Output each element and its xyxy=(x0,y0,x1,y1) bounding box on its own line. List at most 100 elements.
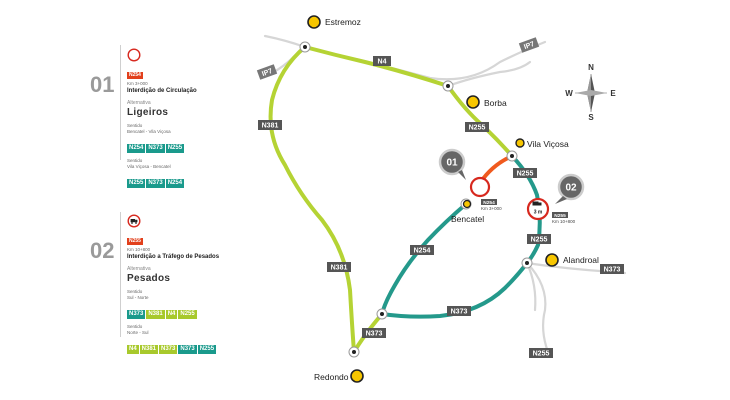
legend-km-1: Km 3+000 xyxy=(127,81,148,86)
road-label: N255 xyxy=(517,171,534,178)
compass-n: N xyxy=(588,63,594,72)
legend-route-dir-2a: Sul - Norte xyxy=(127,295,149,300)
marker-road-box xyxy=(481,199,497,205)
town-label: Alandroal xyxy=(563,255,599,265)
town-dot-vila-vicosa xyxy=(515,138,525,148)
town-label: Redondo xyxy=(314,372,349,382)
route-chip: N4 xyxy=(127,345,139,354)
n381-road xyxy=(268,45,356,354)
road-label: N255 xyxy=(469,125,486,132)
n255-borba-road xyxy=(446,84,514,158)
teal-route xyxy=(380,154,542,319)
route-chip: N4 xyxy=(165,310,178,319)
marker-road: N255 xyxy=(554,213,566,219)
legend-title-1: Interdição de Circulação xyxy=(127,88,197,94)
town-dot-borba xyxy=(466,95,480,109)
legend-number-2: 02 xyxy=(90,238,115,263)
legend-alt-heading-1: Alternativa xyxy=(127,100,151,106)
legend-route-heading-2b: Sentido xyxy=(127,324,143,329)
truck-restriction-sign-icon xyxy=(526,197,550,221)
road-label-box xyxy=(465,122,489,132)
legend-km-2: Km 10+800 xyxy=(127,247,151,252)
legend-route-dir-1b: Vila Viçosa - Bencatel xyxy=(127,164,171,169)
n373-road xyxy=(380,261,529,319)
town-labels: Estremoz Borba Vila Viçosa Bencatel Alan… xyxy=(314,17,599,382)
legend-road-badge-2: N255 xyxy=(127,238,143,245)
route-chip: N373 xyxy=(146,144,165,153)
marker-number: 02 xyxy=(565,183,577,194)
town-label: Vila Viçosa xyxy=(527,139,569,149)
marker-number: 01 xyxy=(446,158,458,169)
compass-w: W xyxy=(565,89,573,98)
route-chip: N381 xyxy=(146,310,165,319)
route-chip: N373 xyxy=(159,345,178,354)
route-chip: N254 xyxy=(165,179,185,188)
junction-node xyxy=(348,346,360,358)
legend-title-2: Interdição a Tráfego de Pesados xyxy=(127,254,220,260)
no-entry-sign-icon xyxy=(127,48,141,62)
road-label-box xyxy=(258,120,282,130)
marker-pin-02 xyxy=(555,173,585,204)
n255-south-road xyxy=(525,261,550,354)
road-label-box xyxy=(529,348,553,358)
legend-section-2: N255 Km 10+800 Interdição a Tráfego de P… xyxy=(127,214,242,355)
road-label: N381 xyxy=(262,123,279,130)
junction-node xyxy=(442,80,454,92)
n254-road xyxy=(380,202,468,316)
route-chip: N373 xyxy=(127,310,146,319)
legend-vehicle-1: Ligeiros xyxy=(127,107,169,118)
road-label: N373 xyxy=(604,267,621,274)
road-label-box xyxy=(362,328,386,338)
legend-route-heading-1b: Sentido xyxy=(127,158,143,163)
legend-section-1: N254 Km 3+000 Interdição de Circulação A… xyxy=(127,48,242,189)
town-dot-alandroal xyxy=(545,253,559,267)
town-dot-redondo xyxy=(350,369,364,383)
junction-nodes xyxy=(299,41,533,358)
road-label-box xyxy=(527,234,551,244)
road-label: IP7 xyxy=(261,68,273,78)
closure-marker-01[interactable]: 01 N254 Km 3+000 xyxy=(438,148,502,211)
road-label: N255 xyxy=(533,351,550,358)
marker-road: N254 xyxy=(483,200,495,206)
town-dot-estremoz xyxy=(307,15,321,29)
route-chip: N381 xyxy=(139,345,159,354)
legend-number-1: 01 xyxy=(90,72,115,97)
road-label-box xyxy=(513,168,537,178)
route-chip: N373 xyxy=(178,345,197,354)
n4-road xyxy=(303,45,450,88)
road-labels: IP7 IP7 N4 N381 N381 N255 N255 N255 N255… xyxy=(256,37,624,358)
legend-divider-2 xyxy=(120,212,121,337)
closure-marker-02[interactable]: 02 3 m N255 Km 10+800 xyxy=(526,173,585,224)
road-label: N4 xyxy=(378,59,387,66)
legend-route-heading-2a: Sentido xyxy=(127,289,143,294)
town-label: Bencatel xyxy=(451,214,484,224)
road-label: N254 xyxy=(414,248,431,255)
local-road-east xyxy=(446,60,532,88)
road-label-box xyxy=(256,64,278,80)
sign-value: 3 m xyxy=(534,210,543,216)
road-label-box xyxy=(518,37,540,53)
legend-route-dir-2b: Norte - Sul xyxy=(127,330,149,335)
compass-e: E xyxy=(610,89,616,98)
legend-divider-1 xyxy=(120,45,121,160)
marker-pin-01 xyxy=(438,148,466,180)
road-label-box xyxy=(600,264,624,274)
legend-route-dir-1a: Bencatel - Vila Viçosa xyxy=(127,129,171,134)
road-label: IP7 xyxy=(523,41,535,51)
legend-route-heading-1a: Sentido xyxy=(127,123,143,128)
road-label-box xyxy=(327,262,351,272)
marker-road-box xyxy=(552,212,568,218)
junction-node xyxy=(506,150,518,162)
compass-s: S xyxy=(588,113,594,122)
town-label: Estremoz xyxy=(325,17,361,27)
road-label-box xyxy=(447,306,471,316)
route-chip: N255 xyxy=(197,345,217,354)
n373-east-road xyxy=(525,261,627,275)
compass-rose-icon: N S W E xyxy=(565,63,616,122)
junction-node xyxy=(376,308,388,320)
